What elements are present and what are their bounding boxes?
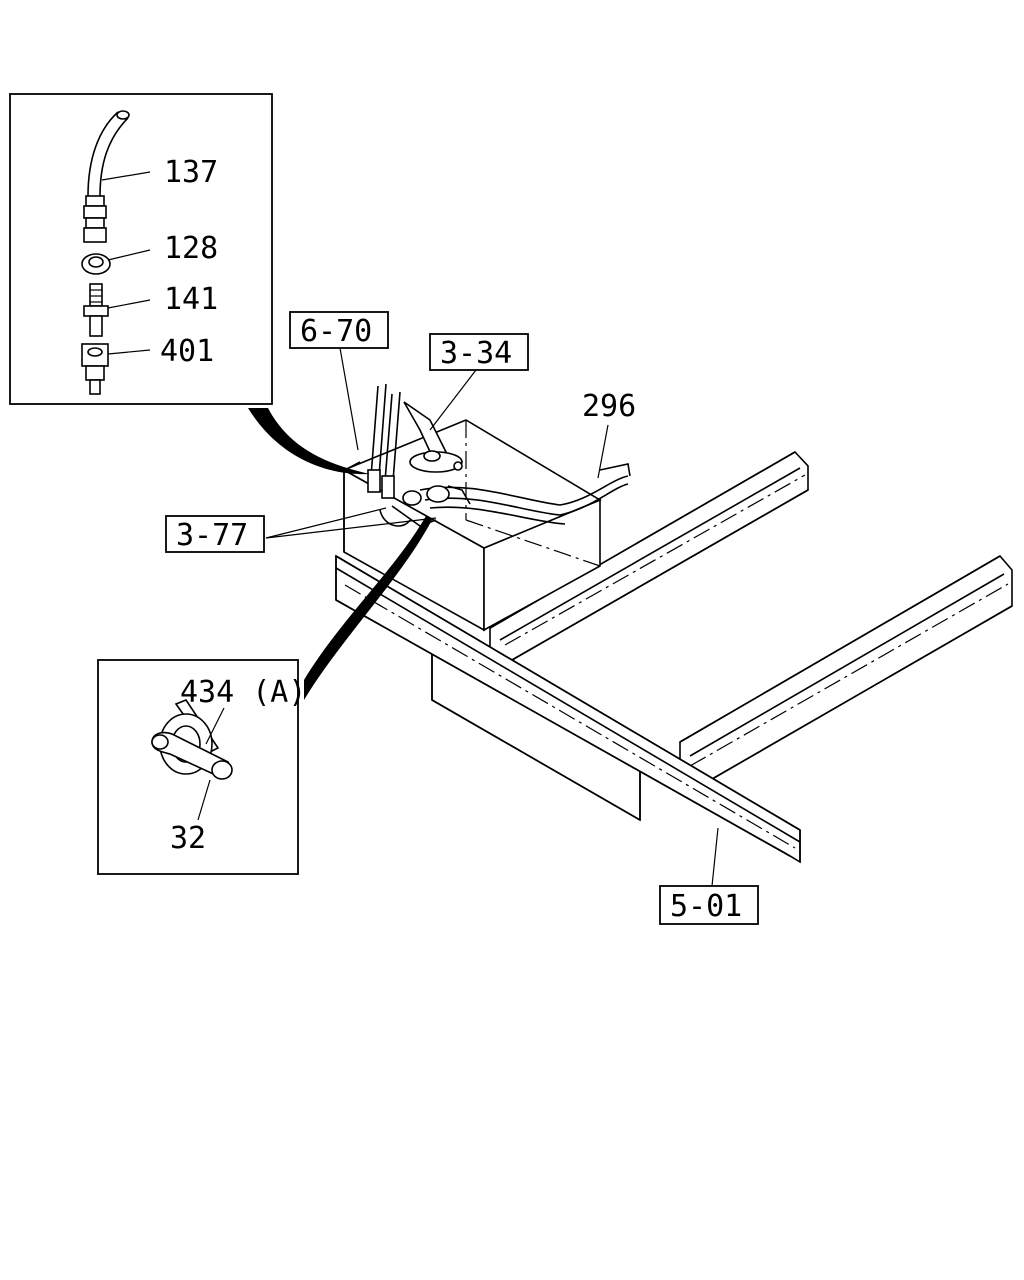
label-137: 137 [164, 155, 218, 190]
label-296: 296 [582, 389, 636, 424]
leader-3-77-b [265, 517, 437, 539]
detail-arrow-top [248, 408, 370, 475]
ref-5-01[interactable]: 5-01 [659, 885, 759, 925]
leader-296 [597, 424, 609, 479]
battery-cables [367, 383, 631, 527]
detail-box-clamp [97, 659, 299, 875]
svg-text:3-77: 3-77 [176, 518, 248, 553]
label-128: 128 [164, 231, 218, 266]
label-401: 401 [160, 334, 214, 369]
svg-text:6-70: 6-70 [300, 314, 372, 349]
detail-arrow-bottom [304, 516, 432, 700]
detail-box-fittings [9, 93, 273, 405]
ref-3-34[interactable]: 3-34 [429, 333, 529, 371]
svg-text:3-34: 3-34 [440, 336, 512, 371]
label-32: 32 [170, 821, 206, 856]
leader-6-70 [339, 347, 359, 451]
frame-assembly [335, 450, 1013, 864]
label-434a: 434 (A) [180, 675, 306, 710]
label-141: 141 [164, 282, 218, 317]
leader-5-01 [711, 827, 719, 887]
leader-3-34 [429, 369, 477, 431]
ref-3-77[interactable]: 3-77 [165, 515, 265, 553]
leader-3-77-a [265, 507, 387, 539]
svg-text:5-01: 5-01 [670, 889, 742, 924]
ref-6-70[interactable]: 6-70 [289, 311, 389, 349]
